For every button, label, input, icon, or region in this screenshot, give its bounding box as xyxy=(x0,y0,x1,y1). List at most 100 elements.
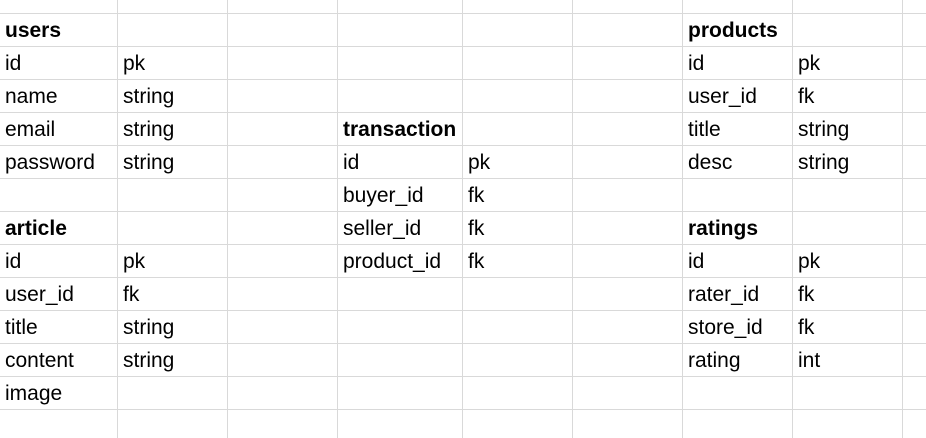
grid-cell-empty[interactable] xyxy=(793,377,903,410)
grid-cell[interactable]: products xyxy=(683,14,793,47)
grid-cell[interactable]: pk xyxy=(463,146,573,179)
grid-cell-empty[interactable] xyxy=(683,377,793,410)
grid-cell[interactable]: string xyxy=(118,113,228,146)
grid-cell-empty[interactable] xyxy=(573,146,683,179)
grid-cell-header-strip[interactable] xyxy=(793,0,903,14)
grid-cell-empty[interactable] xyxy=(903,311,926,344)
grid-cell[interactable]: product_id xyxy=(338,245,463,278)
grid-cell[interactable]: title xyxy=(0,311,118,344)
grid-cell-empty[interactable] xyxy=(228,311,338,344)
grid-cell[interactable]: pk xyxy=(118,245,228,278)
grid-cell-header-strip[interactable] xyxy=(338,0,463,14)
grid-cell-header-strip[interactable] xyxy=(118,0,228,14)
grid-cell-empty[interactable] xyxy=(573,377,683,410)
grid-cell[interactable]: store_id xyxy=(683,311,793,344)
grid-cell[interactable]: string xyxy=(118,80,228,113)
grid-cell-empty[interactable] xyxy=(573,179,683,212)
grid-cell-empty[interactable] xyxy=(573,311,683,344)
grid-cell[interactable]: fk xyxy=(793,278,903,311)
grid-cell[interactable]: id xyxy=(683,47,793,80)
grid-cell[interactable]: fk xyxy=(793,311,903,344)
grid-cell-empty[interactable] xyxy=(118,212,228,245)
grid-cell-empty[interactable] xyxy=(228,179,338,212)
grid-cell-header-strip[interactable] xyxy=(463,0,573,14)
grid-cell-empty[interactable] xyxy=(338,14,463,47)
grid-cell-empty[interactable] xyxy=(903,245,926,278)
grid-cell[interactable]: pk xyxy=(793,245,903,278)
grid-cell-empty[interactable] xyxy=(573,278,683,311)
grid-cell[interactable]: email xyxy=(0,113,118,146)
grid-cell-empty[interactable] xyxy=(228,377,338,410)
grid-cell-empty[interactable] xyxy=(463,311,573,344)
grid-cell[interactable]: fk xyxy=(463,212,573,245)
grid-cell-empty[interactable] xyxy=(228,14,338,47)
grid-cell[interactable]: string xyxy=(793,146,903,179)
grid-cell-empty[interactable] xyxy=(228,410,338,438)
grid-cell[interactable]: ratings xyxy=(683,212,793,245)
grid-cell[interactable]: desc xyxy=(683,146,793,179)
grid-cell[interactable]: content xyxy=(0,344,118,377)
grid-cell[interactable]: int xyxy=(793,344,903,377)
grid-cell-empty[interactable] xyxy=(573,47,683,80)
grid-cell-empty[interactable] xyxy=(903,14,926,47)
grid-cell[interactable]: rating xyxy=(683,344,793,377)
grid-cell[interactable]: name xyxy=(0,80,118,113)
grid-cell-empty[interactable] xyxy=(573,80,683,113)
grid-cell[interactable]: buyer_id xyxy=(338,179,463,212)
grid-cell[interactable]: pk xyxy=(793,47,903,80)
grid-cell-empty[interactable] xyxy=(903,113,926,146)
grid-cell-empty[interactable] xyxy=(228,212,338,245)
grid-cell-empty[interactable] xyxy=(573,113,683,146)
grid-cell-header-strip[interactable] xyxy=(683,0,793,14)
grid-cell-empty[interactable] xyxy=(338,377,463,410)
grid-cell[interactable]: pk xyxy=(118,47,228,80)
grid-cell-empty[interactable] xyxy=(903,278,926,311)
grid-cell-header-strip[interactable] xyxy=(0,0,118,14)
grid-cell-empty[interactable] xyxy=(903,377,926,410)
grid-cell-empty[interactable] xyxy=(118,14,228,47)
grid-cell-empty[interactable] xyxy=(338,278,463,311)
grid-cell-empty[interactable] xyxy=(793,410,903,438)
grid-cell-empty[interactable] xyxy=(903,146,926,179)
grid-cell[interactable]: string xyxy=(118,146,228,179)
grid-cell-empty[interactable] xyxy=(338,344,463,377)
grid-cell-empty[interactable] xyxy=(793,14,903,47)
grid-cell-empty[interactable] xyxy=(0,179,118,212)
grid-cell-empty[interactable] xyxy=(903,410,926,438)
grid-cell[interactable]: user_id xyxy=(0,278,118,311)
grid-cell-empty[interactable] xyxy=(573,410,683,438)
grid-cell-empty[interactable] xyxy=(793,179,903,212)
grid-cell-header-strip[interactable] xyxy=(573,0,683,14)
grid-cell-header-strip[interactable] xyxy=(228,0,338,14)
grid-cell[interactable]: fk xyxy=(463,245,573,278)
grid-cell-empty[interactable] xyxy=(683,410,793,438)
grid-cell-empty[interactable] xyxy=(338,311,463,344)
grid-cell-empty[interactable] xyxy=(683,179,793,212)
grid-cell-empty[interactable] xyxy=(463,377,573,410)
grid-cell-empty[interactable] xyxy=(228,146,338,179)
grid-cell-empty[interactable] xyxy=(463,113,573,146)
grid-cell-empty[interactable] xyxy=(228,278,338,311)
grid-cell-empty[interactable] xyxy=(573,344,683,377)
grid-cell[interactable]: transaction xyxy=(338,113,463,146)
grid-cell-header-strip[interactable] xyxy=(903,0,926,14)
grid-cell-empty[interactable] xyxy=(573,212,683,245)
grid-cell[interactable]: string xyxy=(118,311,228,344)
grid-cell[interactable]: seller_id xyxy=(338,212,463,245)
grid-cell[interactable]: image xyxy=(0,377,118,410)
grid-cell-empty[interactable] xyxy=(338,410,463,438)
grid-cell-empty[interactable] xyxy=(573,245,683,278)
grid-cell-empty[interactable] xyxy=(903,212,926,245)
grid-cell-empty[interactable] xyxy=(903,80,926,113)
grid-cell-empty[interactable] xyxy=(463,344,573,377)
grid-cell-empty[interactable] xyxy=(228,344,338,377)
grid-cell[interactable]: string xyxy=(793,113,903,146)
grid-cell-empty[interactable] xyxy=(338,47,463,80)
grid-cell[interactable]: fk xyxy=(793,80,903,113)
grid-cell-empty[interactable] xyxy=(118,410,228,438)
grid-cell[interactable]: id xyxy=(338,146,463,179)
grid-cell-empty[interactable] xyxy=(463,47,573,80)
grid-cell-empty[interactable] xyxy=(463,80,573,113)
grid-cell[interactable]: fk xyxy=(463,179,573,212)
grid-cell-empty[interactable] xyxy=(463,410,573,438)
